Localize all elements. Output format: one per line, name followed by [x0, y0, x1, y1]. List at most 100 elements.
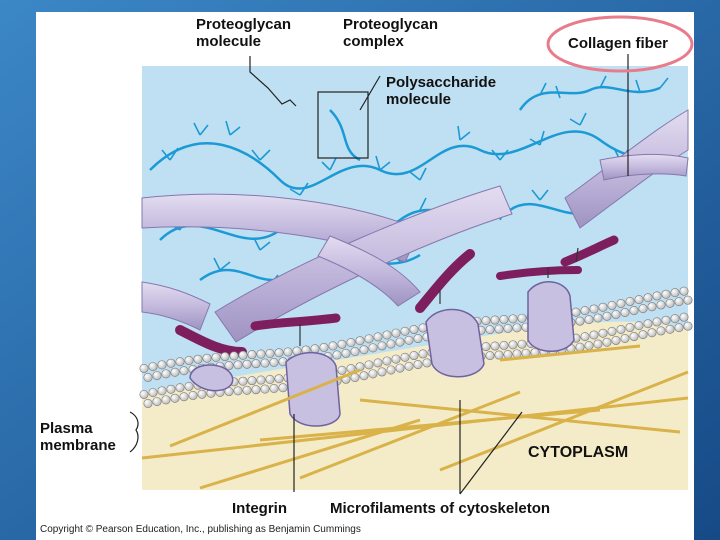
lipid-head	[598, 302, 608, 312]
lipid-head	[616, 298, 626, 308]
copyright-notice: Copyright © Pearson Education, Inc., pub…	[40, 524, 361, 535]
lipid-head	[269, 357, 279, 367]
lipid-head	[413, 360, 423, 370]
lipid-head	[620, 333, 630, 343]
lipid-head	[661, 289, 671, 299]
lipid-head	[490, 341, 500, 351]
lipid-head	[503, 323, 513, 333]
lipid-head	[350, 347, 360, 357]
integrin-1	[189, 364, 234, 392]
collagen-fibers	[141, 109, 689, 343]
lipid-head	[148, 362, 158, 372]
lipid-head	[661, 315, 671, 325]
lipid-head	[652, 317, 662, 327]
lipid-head	[656, 300, 666, 310]
lipid-head	[337, 365, 347, 375]
lipid-head	[319, 342, 329, 352]
lipid-head	[395, 363, 405, 373]
lipid-head	[161, 369, 171, 379]
lipid-head	[157, 360, 167, 370]
lipid-head	[265, 348, 275, 358]
lipid-head	[368, 369, 378, 379]
lipid-head	[683, 321, 693, 331]
collagen-fiber-4	[141, 281, 211, 331]
lipid-head	[665, 324, 675, 334]
lipid-head	[634, 321, 644, 331]
collagen-highlight-ring	[546, 15, 694, 73]
lipid-head	[179, 366, 189, 376]
lipid-head	[346, 338, 356, 348]
lipid-head	[647, 328, 657, 338]
lipid-head	[377, 341, 387, 351]
lipid-head	[274, 348, 284, 358]
lipid-head	[494, 324, 504, 334]
lipid-head	[643, 319, 653, 329]
lipid-head	[409, 351, 419, 361]
lipid-head	[382, 356, 392, 366]
lipid-head	[665, 298, 675, 308]
lipid-head	[256, 349, 266, 359]
lipid-head	[634, 295, 644, 305]
lipid-head	[310, 344, 320, 354]
lipid-head	[503, 349, 513, 359]
lipid-head	[481, 316, 491, 326]
lipid-head	[638, 304, 648, 314]
lipid-head	[625, 297, 635, 307]
label-integrin: Integrin	[232, 500, 287, 517]
lipid-head	[499, 340, 509, 350]
integrin-stalks	[299, 247, 579, 346]
lipid-head	[269, 383, 279, 393]
lipid-head	[517, 339, 527, 349]
lipid-head	[377, 367, 387, 377]
lipid-head	[616, 324, 626, 334]
lipid-head	[152, 397, 162, 407]
lipid-head	[571, 307, 581, 317]
lipid-head	[404, 335, 414, 345]
lipid-head	[395, 337, 405, 347]
lipid-head	[485, 325, 495, 335]
integrin-4	[527, 281, 575, 352]
lipid-head	[220, 352, 230, 362]
lipid-head	[413, 334, 423, 344]
lipid-head	[508, 314, 518, 324]
lipid-head	[656, 326, 666, 336]
lipid-head	[256, 375, 266, 385]
lipid-head	[602, 311, 612, 321]
lipid-head	[143, 398, 153, 408]
lipid-head	[670, 314, 680, 324]
lipid-head	[652, 291, 662, 301]
lipid-head	[670, 288, 680, 298]
lipid-head	[242, 359, 252, 369]
lipid-head	[179, 392, 189, 402]
lipid-head	[341, 348, 351, 358]
lipid-head	[580, 332, 590, 342]
lipid-head	[170, 393, 180, 403]
lipid-head	[193, 354, 203, 364]
lipid-head	[224, 361, 234, 371]
lipid-head	[175, 357, 185, 367]
collagen-fiber-5	[317, 235, 421, 307]
lipid-head	[382, 330, 392, 340]
lipid-head	[638, 330, 648, 340]
lipid-head	[247, 350, 257, 360]
lipid-head	[625, 323, 635, 333]
lipid-head	[598, 328, 608, 338]
lipid-head	[589, 330, 599, 340]
lipid-head	[157, 386, 167, 396]
lipid-head	[211, 352, 221, 362]
label-polysaccharide-molecule: Polysaccharide molecule	[386, 74, 497, 108]
lipid-head	[512, 323, 522, 333]
lipid-head	[607, 326, 617, 336]
lipid-head	[260, 384, 270, 394]
lipid-head	[611, 335, 621, 345]
lipid-head	[386, 365, 396, 375]
lipid-head	[238, 376, 248, 386]
lipid-head	[170, 367, 180, 377]
lipid-head	[418, 349, 428, 359]
lipid-head	[251, 385, 261, 395]
lipid-head	[265, 374, 275, 384]
lipid-head	[629, 306, 639, 316]
integrins	[189, 281, 575, 427]
lipid-head	[359, 345, 369, 355]
lipid-head	[674, 297, 684, 307]
